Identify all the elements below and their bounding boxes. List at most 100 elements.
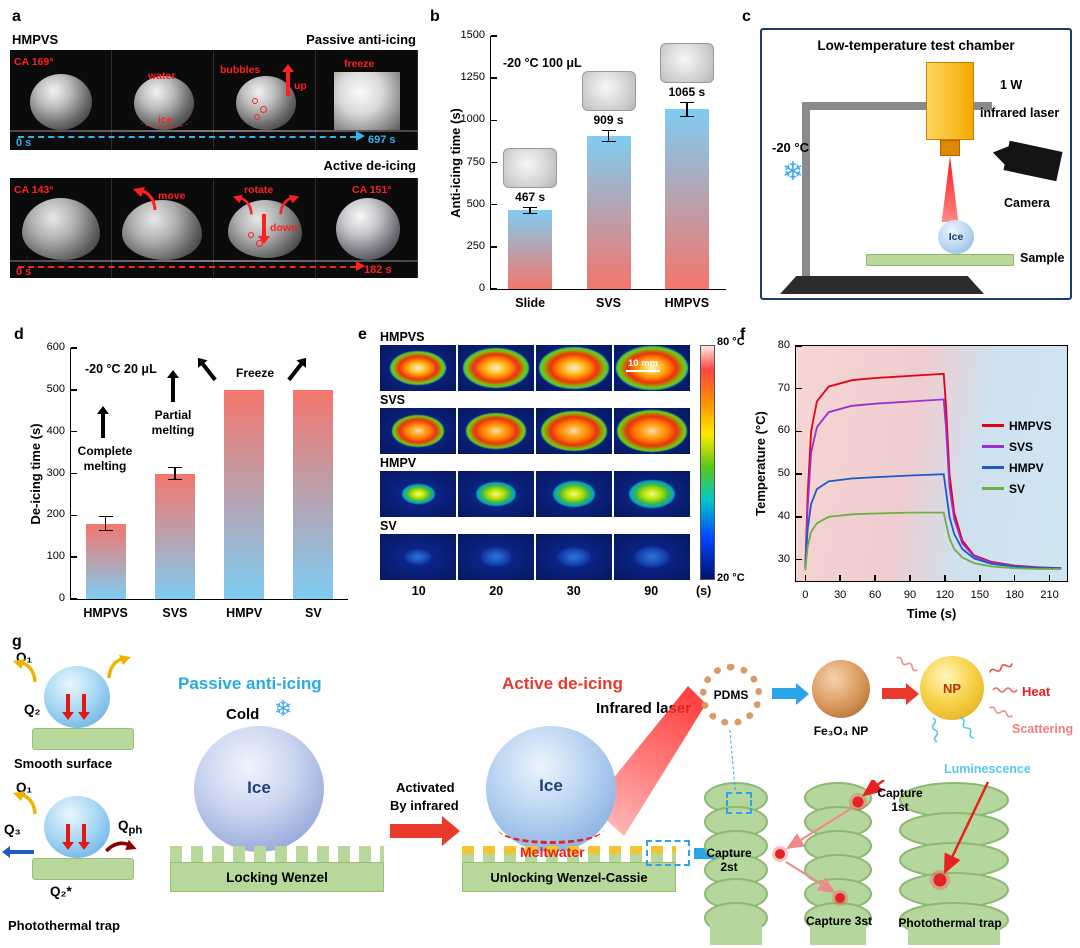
qph-label: Qph <box>118 818 143 837</box>
water-droplet <box>30 74 92 130</box>
panel-a-label: a <box>12 8 21 25</box>
ice-label: Ice <box>539 776 563 795</box>
test-condition-label: -20 °C 100 μL <box>503 56 582 70</box>
activated-label-2: By infrared <box>390 798 459 813</box>
contact-angle-label: CA 143° <box>14 184 54 196</box>
ice-droplet: Ice <box>938 220 974 254</box>
time-label: 20 <box>489 584 504 598</box>
time-start-label: 0 s <box>16 266 32 278</box>
x-tick-label: 150 <box>970 589 989 601</box>
bubble-icon <box>248 232 254 238</box>
time-end-label: 182 s <box>364 264 392 276</box>
laser-nozzle <box>940 140 960 156</box>
colorbar-min-label: 20 °C <box>717 572 745 584</box>
time-start-label: 0 s <box>16 137 32 149</box>
laser-power-label: 1 W <box>1000 78 1023 92</box>
x-tick <box>839 575 841 581</box>
heat-wave-icon <box>896 656 918 672</box>
legend-item: HMPVS <box>982 416 1052 435</box>
up-label: up <box>294 80 307 92</box>
down-arrow-icon <box>262 214 266 236</box>
de-icing-bar-chart: -20 °C 20 μL Complete melting Partial me… <box>47 341 348 620</box>
panel-f-label: f <box>740 326 746 343</box>
x-tick-label: HMPVS <box>664 296 710 310</box>
y-tick-label: 1250 <box>460 71 485 84</box>
x-tick-label: 180 <box>1005 589 1024 601</box>
photo-frame-passive-3: bubbles up <box>214 50 316 150</box>
thermal-image <box>536 471 612 517</box>
temperature-colorbar <box>700 345 715 580</box>
thermal-row-label: SVS <box>380 393 406 407</box>
photo-frame-active-3: rotate down <box>214 178 316 278</box>
y-tick <box>491 161 497 164</box>
error-bar <box>679 101 694 117</box>
y-tick-label: 250 <box>466 239 485 252</box>
passive-anti-icing-title: Passive anti-icing <box>178 674 322 693</box>
hotspot <box>476 482 516 506</box>
x-tick <box>909 575 911 581</box>
y-tick-label: 80 <box>777 339 790 351</box>
heat-out-arrow-icon <box>107 655 131 679</box>
bubble-icon <box>252 98 258 104</box>
scattering-label: Scattering <box>1012 722 1074 736</box>
sample-label: Sample <box>1020 251 1065 265</box>
hotspot <box>615 346 689 390</box>
response-arrow-icon <box>882 688 906 699</box>
passive-anti-icing-title: Passive anti-icing <box>306 32 416 47</box>
passive-timeline <box>18 136 356 138</box>
bubble-icon <box>260 106 267 113</box>
heat-in-arrow-icon <box>66 824 70 842</box>
panel-a: a HMPVS Passive anti-icing CA 169° water… <box>8 6 420 312</box>
thermal-image <box>614 408 690 454</box>
series-HMPV <box>804 473 1062 570</box>
up-arrow-icon <box>101 414 105 438</box>
x-tick <box>1013 575 1016 581</box>
hotspot <box>466 413 526 449</box>
y-tick-label: 60 <box>777 424 790 437</box>
bar-SVS <box>586 135 631 289</box>
timeline-arrowhead-icon <box>356 131 365 141</box>
legend-item: SV <box>982 479 1052 498</box>
y-tick <box>491 288 497 290</box>
bar-value-label: 467 s <box>515 189 546 204</box>
hotspot <box>628 480 676 508</box>
sample-slab <box>866 254 1014 266</box>
substrate-surface <box>10 130 418 132</box>
frozen-droplet <box>334 72 400 130</box>
move-label: move <box>158 190 186 202</box>
photothermal-arrow-icon <box>105 839 137 853</box>
photo-frame-active-1: CA 143° <box>10 178 112 278</box>
water-label: water <box>148 70 176 82</box>
wenzel-texture <box>170 846 384 862</box>
cold-label: Cold <box>226 706 260 723</box>
x-tick-label: 90 <box>903 589 917 601</box>
hotspot <box>391 415 445 447</box>
bar-SVS <box>154 473 195 599</box>
photo-frame-active-2: move <box>112 178 214 278</box>
x-tick <box>874 575 876 581</box>
infrared-laser-label: infrared laser <box>980 106 1060 120</box>
series-SVS <box>804 398 1062 570</box>
freeze-annotation: Freeze <box>235 366 275 380</box>
y-tick <box>491 35 497 37</box>
x-tick <box>804 575 807 581</box>
y-tick <box>796 430 802 433</box>
y-tick <box>71 556 77 558</box>
hotspot <box>617 410 687 452</box>
thermal-image <box>536 534 612 580</box>
x-tick-label: HMPVS <box>83 606 128 620</box>
error-bar <box>523 206 538 214</box>
transition-arrow-icon <box>390 824 442 838</box>
stand-pole <box>802 102 810 278</box>
panel-d: d De-icing time (s) -20 °C 20 μL Complet… <box>8 322 352 622</box>
thermal-row-label: HMPV <box>380 456 417 470</box>
water-droplet <box>44 666 110 728</box>
thermal-strip-SV <box>380 534 690 580</box>
scattering-wave-icon <box>989 706 1013 718</box>
photo-frame-passive-2: water ice <box>112 50 214 150</box>
hotspot <box>539 347 609 389</box>
x-tick-label: Slide <box>515 296 546 310</box>
hotspot <box>541 411 607 451</box>
